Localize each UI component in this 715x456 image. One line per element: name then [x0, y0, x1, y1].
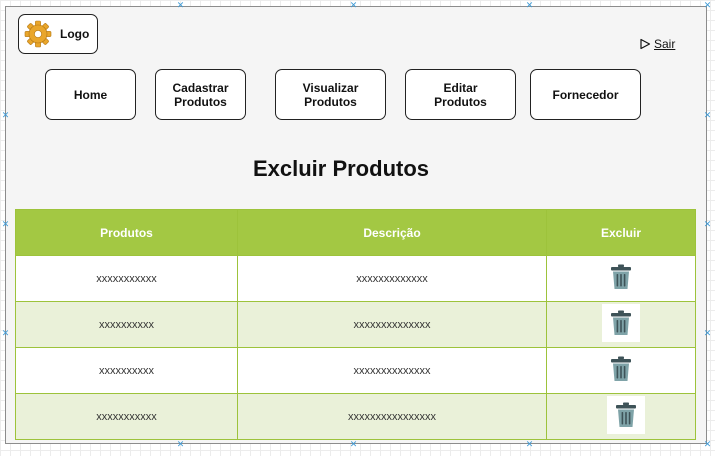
selection-handle[interactable]: ✕: [703, 111, 712, 121]
trash-icon: [611, 264, 631, 289]
nav-editar-produtos-button[interactable]: Editar Produtos: [405, 69, 516, 120]
table-row: xxxxxxxxxxx xxxxxxxxxxxxx: [15, 255, 696, 302]
selection-handle[interactable]: ✕: [525, 1, 534, 11]
description-cell: xxxxxxxxxxxxxx: [237, 301, 547, 348]
delete-button[interactable]: [607, 396, 645, 434]
nav-cadastrar-produtos-button[interactable]: Cadastrar Produtos: [155, 69, 246, 120]
description-cell: xxxxxxxxxxxxxxxx: [237, 393, 547, 440]
selection-handle[interactable]: ✕: [349, 440, 358, 450]
table-row: xxxxxxxxxxx xxxxxxxxxxxxxxxx: [15, 393, 696, 440]
delete-cell: [546, 301, 696, 348]
selection-handle[interactable]: ✕: [1, 220, 10, 230]
delete-button[interactable]: [610, 356, 632, 382]
logo-label: Logo: [60, 27, 90, 41]
product-cell: xxxxxxxxxx: [15, 301, 238, 348]
selection-handle[interactable]: ✕: [176, 1, 185, 11]
column-header-descricao: Descrição: [237, 209, 547, 256]
selection-handle[interactable]: ✕: [525, 440, 534, 450]
play-triangle-icon: [640, 38, 651, 50]
logout-link[interactable]: Sair: [639, 37, 675, 51]
selection-handle[interactable]: ✕: [703, 440, 712, 450]
logout-label: Sair: [654, 37, 676, 51]
nav-visualizar-produtos-button[interactable]: Visualizar Produtos: [275, 69, 386, 120]
trash-icon: [616, 402, 636, 427]
column-header-produtos: Produtos: [15, 209, 238, 256]
products-table: Produtos Descrição Excluir xxxxxxxxxxx x…: [15, 209, 696, 440]
delete-cell: [546, 393, 696, 440]
column-header-excluir: Excluir: [546, 209, 696, 256]
table-header-row: Produtos Descrição Excluir: [15, 209, 696, 256]
table-row: xxxxxxxxxx xxxxxxxxxxxxxx: [15, 347, 696, 394]
selection-handle[interactable]: ✕: [703, 1, 712, 11]
description-cell: xxxxxxxxxxxxxx: [237, 347, 547, 394]
delete-cell: [546, 347, 696, 394]
trash-icon: [611, 310, 631, 335]
selection-handle[interactable]: ✕: [1, 329, 10, 339]
nav-fornecedor-button[interactable]: Fornecedor: [530, 69, 641, 120]
delete-button[interactable]: [602, 304, 640, 342]
selection-handle[interactable]: ✕: [1, 111, 10, 121]
product-cell: xxxxxxxxxx: [15, 347, 238, 394]
selection-handle[interactable]: ✕: [703, 329, 712, 339]
delete-button[interactable]: [610, 264, 632, 290]
product-cell: xxxxxxxxxxx: [15, 393, 238, 440]
selection-handle[interactable]: ✕: [703, 220, 712, 230]
table-row: xxxxxxxxxx xxxxxxxxxxxxxx: [15, 301, 696, 348]
product-cell: xxxxxxxxxxx: [15, 255, 238, 302]
description-cell: xxxxxxxxxxxxx: [237, 255, 547, 302]
page-title: Excluir Produtos: [252, 156, 430, 181]
delete-cell: [546, 255, 696, 302]
selection-handle[interactable]: ✕: [349, 1, 358, 11]
selection-handle[interactable]: ✕: [176, 440, 185, 450]
logo-button[interactable]: Logo: [18, 14, 98, 54]
nav-home-button[interactable]: Home: [45, 69, 136, 120]
gear-icon: [24, 20, 52, 48]
trash-icon: [611, 356, 631, 381]
